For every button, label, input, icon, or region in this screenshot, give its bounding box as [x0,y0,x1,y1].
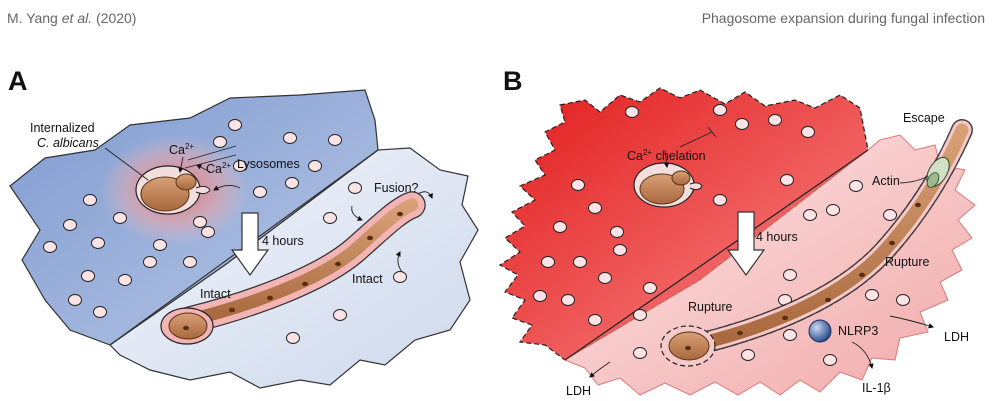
hypha-nucleus [825,298,831,302]
lysosome [194,217,207,228]
lysosome [884,210,897,221]
nlrp3-complex [809,320,831,342]
panel-a: Internalized C. albicans Ca2+ Ca2+ Lysos… [10,90,478,388]
lysosome [626,107,639,118]
lysosome [309,161,322,172]
lysosome [634,310,647,321]
label-internalized: Internalized [30,121,95,135]
lysosome [69,295,82,306]
label-rupture-right: Rupture [885,255,930,269]
lysosome [144,257,157,268]
label-il1b: IL-1β [862,381,891,395]
lysosome [286,178,299,189]
label-rupture-left: Rupture [688,300,733,314]
lysosome [324,213,337,224]
lysosome [202,227,215,238]
hypha-nucleus [782,316,788,320]
lysosome [82,271,95,282]
lysosome [254,187,267,198]
label-nlrp3: NLRP3 [838,324,878,338]
hypha-nucleus [183,326,189,330]
lysosome [769,115,782,126]
lysosome [897,295,910,306]
lysosome [589,203,602,214]
lysosome [599,273,612,284]
lysosome [229,120,242,131]
lysosome [644,283,657,294]
hypha-nucleus [889,241,895,245]
lysosome [850,181,863,192]
lysosome [589,315,602,326]
lysosome [94,307,107,318]
hypha-nucleus [229,308,235,312]
lysosome [214,137,227,148]
lysosome [574,257,587,268]
label-lysosomes: Lysosomes [237,157,300,171]
lysosome [614,245,627,256]
label-intact-left: Intact [200,287,231,301]
lysosome [784,330,797,341]
lysosome [804,210,817,221]
label-fusion: Fusion? [374,181,419,195]
hypha-nucleus [302,282,308,286]
hypha-nucleus [335,262,341,266]
lysosome [784,270,797,281]
lysosome [542,257,555,268]
lysosome [736,119,749,130]
lysosome [714,105,727,116]
hypha-nucleus [397,212,403,216]
hypha-nucleus [859,273,865,277]
panel-b: Ca2+ chelation Escape Actin 4 hours Rupt… [500,88,975,398]
label-escape: Escape [903,111,945,125]
lysosome [329,135,342,146]
lysosome [572,180,585,191]
lysosome [349,183,362,194]
lysosome [114,213,127,224]
lysosome [64,220,77,231]
lysosome [824,355,837,366]
lysosome [92,238,105,249]
lysosome [714,195,727,206]
hypha-nucleus [267,296,273,300]
label-intact-right: Intact [352,272,383,286]
hypha-nucleus [367,236,373,240]
label-c-albicans: C. albicans [37,136,99,150]
label-ldh-right: LDH [944,330,969,344]
hypha-nucleus [915,203,921,207]
lysosome [284,133,297,144]
label-four-hours-a: 4 hours [262,234,304,248]
lysosome [287,333,300,344]
lysosome [154,240,167,251]
lysosome [611,227,624,238]
lysosome [742,350,755,361]
hypha-nucleus [685,346,691,350]
lysosome [119,275,132,286]
lysosome [334,310,347,321]
lysosome [802,127,815,138]
hypha-nucleus [737,331,743,335]
lysosome [562,295,575,306]
label-four-hours-b: 4 hours [756,230,798,244]
lysosome [554,222,567,233]
lysosome [534,291,547,302]
lysosome [84,195,97,206]
label-ldh-left: LDH [566,384,591,398]
lysosome [866,290,879,301]
lysosome [394,272,407,283]
lysosome [634,348,647,359]
lysosome [44,242,57,253]
label-actin: Actin [872,174,900,188]
lysosome [827,205,840,216]
lysosome [184,257,197,268]
lysosome [781,175,794,186]
